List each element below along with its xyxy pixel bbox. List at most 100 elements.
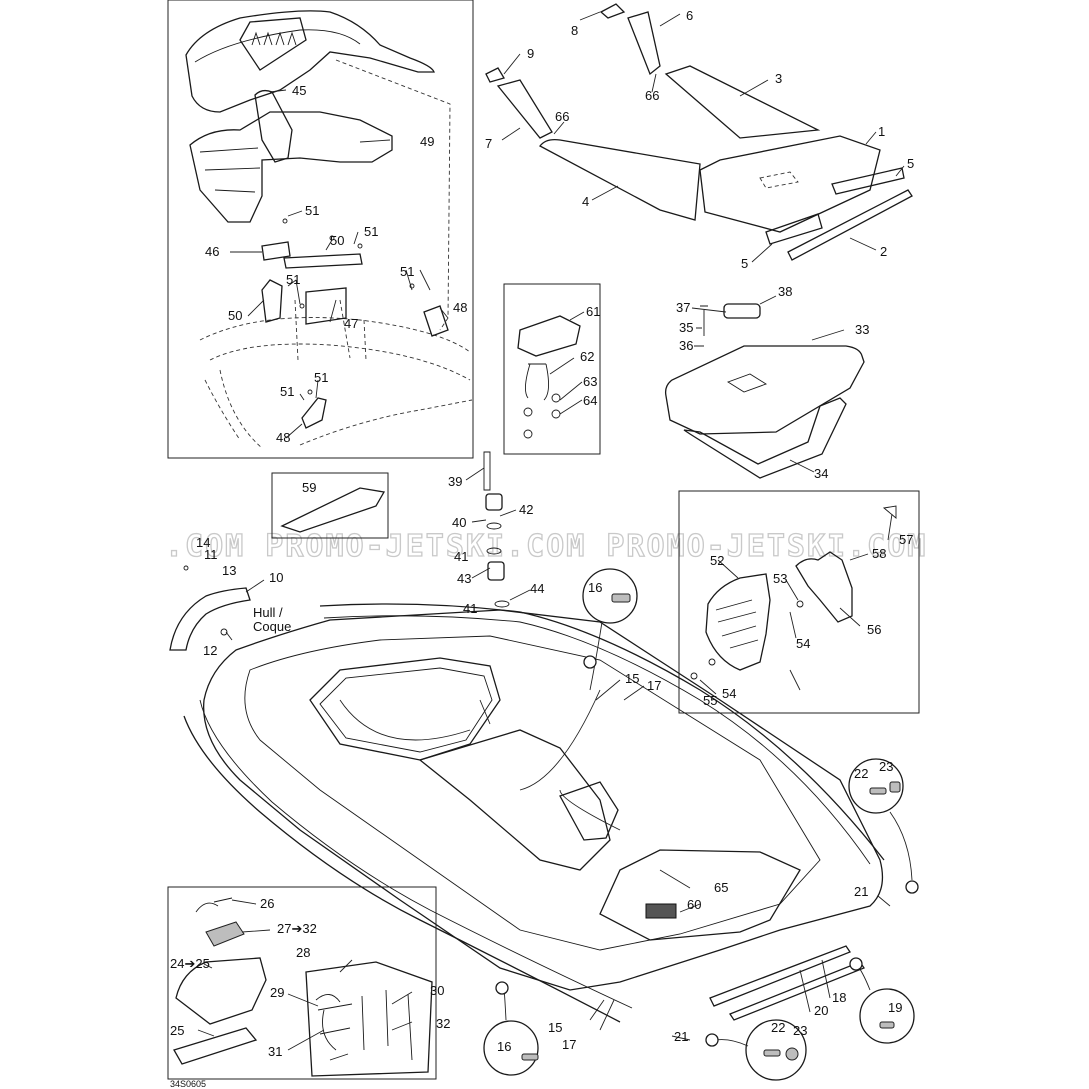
callout-c20: 20 <box>814 1003 828 1018</box>
callout-c50a: 50 <box>330 233 344 248</box>
handle-inset <box>503 283 601 455</box>
callout-c22b: 22 <box>771 1020 785 1035</box>
callout-c56: 56 <box>867 622 881 637</box>
access-cover-drawing <box>664 303 865 479</box>
callout-c34: 34 <box>814 466 828 481</box>
callout-c60: 60 <box>687 897 701 912</box>
callout-c35: 35 <box>679 320 693 335</box>
callout-c48b: 48 <box>276 430 290 445</box>
callout-c48a: 48 <box>453 300 467 315</box>
callout-c63: 63 <box>583 374 597 389</box>
callout-c24: 24➔25 <box>170 956 210 971</box>
part-59-inset <box>271 472 389 539</box>
callout-c13: 13 <box>222 563 236 578</box>
callout-c15a: 15 <box>625 671 639 686</box>
callout-c5b: 5 <box>741 256 748 271</box>
callout-c53: 53 <box>773 571 787 586</box>
watermark-text: .COM PROMO-JETSKI.COM PROMO-JETSKI.COM <box>165 529 927 564</box>
callout-c41a: 41 <box>454 549 468 564</box>
callout-c19: 19 <box>888 1000 902 1015</box>
callout-c38: 38 <box>778 284 792 299</box>
callout-c17a: 17 <box>647 678 661 693</box>
callout-c41b: 41 <box>463 601 477 616</box>
callout-c51b: 51 <box>364 224 378 239</box>
callout-c42: 42 <box>519 502 533 517</box>
callout-c3: 3 <box>775 71 782 86</box>
mats-drawing <box>485 3 913 261</box>
callout-c49: 49 <box>420 134 434 149</box>
callout-c30: 30 <box>430 983 444 998</box>
callout-c47: 47 <box>344 316 358 331</box>
callout-c65: 65 <box>714 880 728 895</box>
callout-c21a: 21 <box>854 884 868 899</box>
callout-c43: 43 <box>457 571 471 586</box>
callout-c4: 4 <box>582 194 589 209</box>
callout-c6: 6 <box>686 8 693 23</box>
part-52-58-inset <box>678 490 920 714</box>
callout-c29: 29 <box>270 985 284 1000</box>
callout-c14: 14 <box>196 535 210 550</box>
callout-c59: 59 <box>302 480 316 495</box>
diagram-code: 34S0605 <box>170 1079 206 1089</box>
callout-c46: 46 <box>205 244 219 259</box>
callout-c51c: 51 <box>400 264 414 279</box>
seat-assembly-inset <box>167 0 474 459</box>
callout-c31: 31 <box>268 1044 282 1059</box>
callout-c21b: 21 <box>674 1029 688 1044</box>
storage-toolkit-inset <box>167 886 437 1080</box>
callout-c18: 18 <box>832 990 846 1005</box>
callout-c25: 25 <box>170 1023 184 1038</box>
detail-circles <box>483 568 919 1081</box>
toolkit-drawing <box>173 897 433 1077</box>
callout-c26: 26 <box>260 896 274 911</box>
hull-drawing <box>183 603 885 1023</box>
callout-c54b: 54 <box>722 686 736 701</box>
callout-c66b: 66 <box>645 88 659 103</box>
callout-c9: 9 <box>527 46 534 61</box>
fixture-icons <box>521 593 901 1061</box>
callout-c32: 32 <box>436 1016 450 1031</box>
part-59-drawing <box>280 487 386 533</box>
callout-c51e: 51 <box>314 370 328 385</box>
stack-parts-drawing <box>483 451 510 608</box>
callouts: 4549514650515151485047515148986366667154… <box>170 8 914 1059</box>
callout-c45: 45 <box>292 83 306 98</box>
seat-drawing <box>185 10 473 449</box>
leader-lines <box>197 11 905 1051</box>
callout-c22a: 22 <box>854 766 868 781</box>
callout-c16a: 16 <box>588 580 602 595</box>
callout-c39: 39 <box>448 474 462 489</box>
callout-c66a: 66 <box>555 109 569 124</box>
callout-c7: 7 <box>485 136 492 151</box>
hull-label-line-1: Hull / <box>253 605 283 620</box>
hull-label-line-2: Coque <box>253 619 291 634</box>
callout-c23b: 23 <box>793 1023 807 1038</box>
callout-c36: 36 <box>679 338 693 353</box>
callout-c8: 8 <box>571 23 578 38</box>
callout-c16b: 16 <box>497 1039 511 1054</box>
callout-c37: 37 <box>676 300 690 315</box>
callout-c52: 52 <box>710 553 724 568</box>
callout-c23a: 23 <box>879 759 893 774</box>
callout-c51a: 51 <box>305 203 319 218</box>
callout-c28: 28 <box>296 945 310 960</box>
callout-c1: 1 <box>878 124 885 139</box>
callout-c51d: 51 <box>286 272 300 287</box>
callout-c17b: 17 <box>562 1037 576 1052</box>
part-52-58-drawing <box>690 505 897 680</box>
callout-c62: 62 <box>580 349 594 364</box>
callout-c27: 27➔32 <box>277 921 317 936</box>
callout-c12: 12 <box>203 643 217 658</box>
callout-c33: 33 <box>855 322 869 337</box>
callout-c44: 44 <box>530 581 544 596</box>
callout-c57: 57 <box>899 532 913 547</box>
callout-c55: 55 <box>703 693 717 708</box>
callout-c5a: 5 <box>907 156 914 171</box>
side-parts-drawing <box>169 565 251 651</box>
callout-c40: 40 <box>452 515 466 530</box>
callout-c2: 2 <box>880 244 887 259</box>
callout-c58: 58 <box>872 546 886 561</box>
callout-c54a: 54 <box>796 636 810 651</box>
callout-c50b: 50 <box>228 308 242 323</box>
